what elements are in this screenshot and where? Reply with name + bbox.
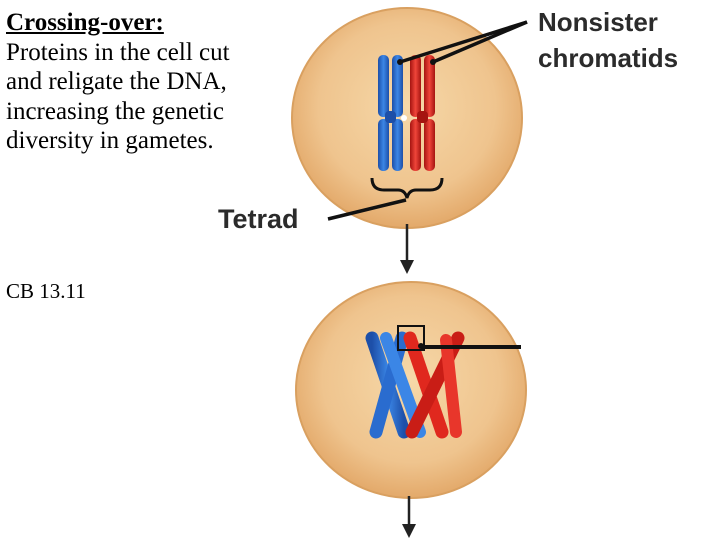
red-chromatid-1-lower [410,119,421,171]
red-chromatid-2-lower [424,119,435,171]
description-text: Crossing-over: Proteins in the cell cut … [6,8,306,156]
body-line-1: Proteins in the cell cut [6,38,230,66]
tetrad-label: Tetrad [218,204,299,234]
red-chromatid-c [440,334,462,438]
red-chromatid-a [403,331,449,439]
red-homolog-crossed [403,331,465,439]
body-line-3: increasing the genetic [6,97,224,125]
down-arrow-1 [400,224,414,274]
nonsister-pointer-1 [399,20,528,64]
nonsister-label-line1: Nonsister [538,7,658,37]
blue-centromere [385,111,396,123]
blue-chromatid-2-lower [392,119,403,171]
blue-chromatid-2-upper [392,55,403,117]
blue-chromatid-1-upper [378,55,389,117]
red-homolog-top [410,55,435,171]
nonsister-pointer-dot-2 [430,59,436,65]
heading: Crossing-over: [6,9,164,36]
red-centromere [417,111,428,123]
down-arrow-2 [402,496,416,538]
nonsister-pointer-dot-1 [397,59,403,65]
nonsister-pointer-2 [432,20,528,64]
tetrad-brace [370,177,444,199]
body-line-4: diversity in gametes. [6,127,214,154]
tetrad-pointer [327,198,407,221]
red-chromatid-1-upper [410,55,421,117]
body-line-2: and religate the DNA, [6,68,227,95]
figure-caption: CB 13.11 [6,279,86,303]
bottom-cell [295,281,527,499]
top-cell [291,7,528,229]
nonsister-label-line2: chromatids [538,43,678,73]
crossover-highlight-box [397,325,425,351]
pairing-point [401,115,407,121]
red-chromatid-2-upper [424,55,435,117]
blue-chromatid-1-lower [378,119,389,171]
blue-homolog-top [378,55,403,171]
